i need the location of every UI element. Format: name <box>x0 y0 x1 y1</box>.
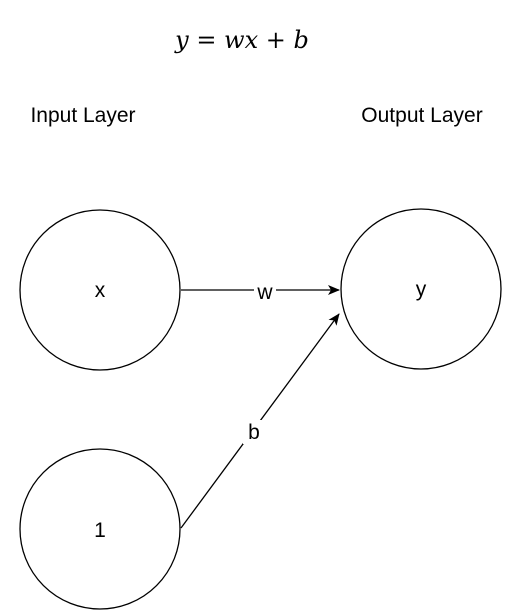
input-node-x: x <box>19 209 181 371</box>
input-node-x-label: x <box>95 279 106 302</box>
output-node-y: y <box>340 208 502 370</box>
equation: y = wx + b <box>174 26 309 54</box>
bias-edge-label: b <box>248 421 260 444</box>
bias-node: 1 <box>19 448 181 610</box>
output-node-y-label: y <box>416 278 427 301</box>
bias-node-label: 1 <box>94 519 106 542</box>
weight-edge-label: w <box>256 281 273 304</box>
input-layer-label: Input Layer <box>30 104 135 127</box>
output-layer-label: Output Layer <box>361 104 482 127</box>
